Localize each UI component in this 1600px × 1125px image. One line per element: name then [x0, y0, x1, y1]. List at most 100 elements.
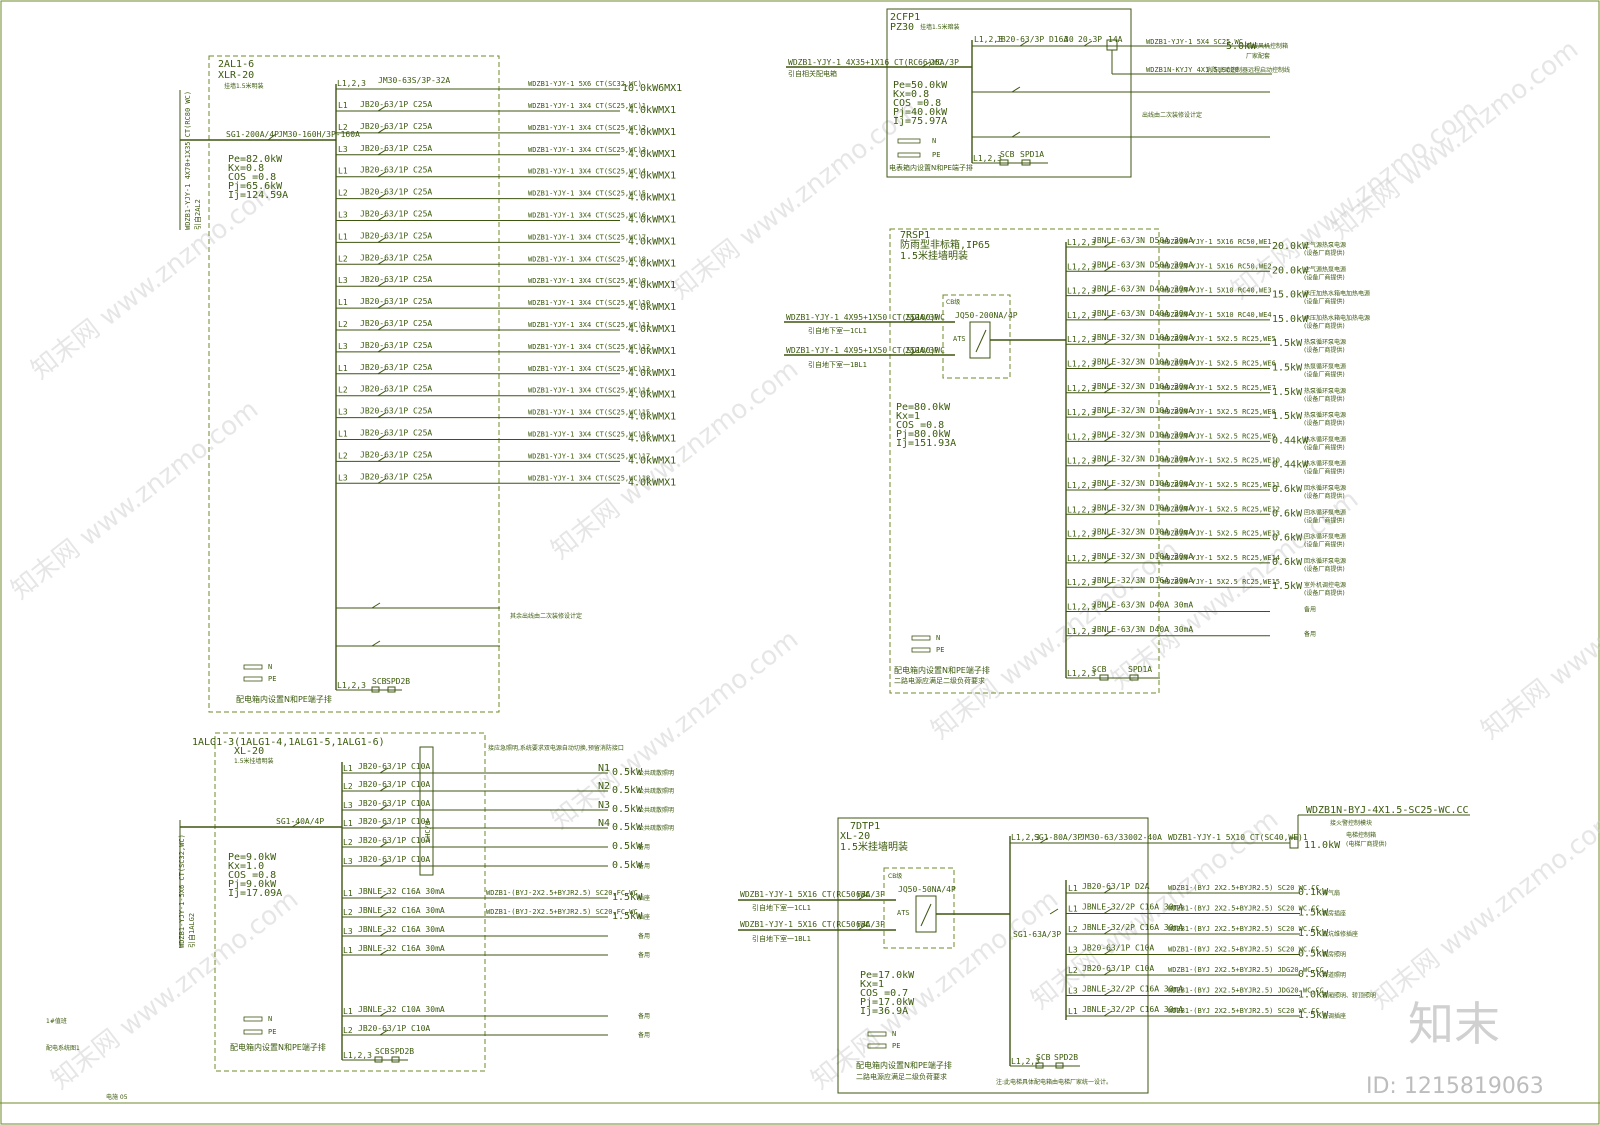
feeder-from: 引自地下室一1BL1 [752, 934, 811, 943]
row-breaker: JBNLE-32/3N D10A 30mA [1092, 333, 1193, 342]
row-breaker: JBNLE-32/3N D10A 30mA [1092, 406, 1193, 415]
row-breaker: JBNLE-63/3N D50A 30mA [1092, 236, 1193, 245]
row-desc: 热水循环泵电源 [1304, 435, 1346, 443]
panel-2al1-name: 2AL1-6 [218, 59, 254, 70]
row-load: 1.5kW [1298, 1010, 1329, 1021]
row-cable: WDZB1-(BYJ 2X2.5+BYJR2.5) SC20 WC.CC [1168, 884, 1320, 892]
panel-1alg1-name: 1ALG1-3(1ALG1-4,1ALG1-5,1ALG1-6) [192, 737, 385, 748]
panel-1alg1-pe: Pe=9.0kW [228, 852, 277, 863]
row-breaker: JBNLE-32 C16A 30mA [358, 925, 445, 934]
row-desc: 公共疏散照明 [638, 824, 674, 832]
panel-7dtp1-n-label: N [892, 1030, 896, 1038]
row-cable: WDZB1-(BYJ 2X2.5+BYJR2.5) SC20 WC.CC [1168, 925, 1320, 933]
row-breaker: JB20-63/1P C25A [360, 385, 432, 394]
row-breaker: JBNLE-32/3N D10A 30mA [1092, 552, 1193, 561]
row-load: 4.0kWMX1 [628, 390, 676, 401]
footer-sheet: 电施 05 [106, 1093, 128, 1101]
row-load: 0.5kW [612, 804, 643, 815]
panel-7dtp1-ats-model: JQ50-50NA/4P [898, 885, 956, 894]
row-breaker: JB20-63/1P C10A [358, 1024, 430, 1033]
row-load: 1.5kW [1272, 387, 1303, 398]
panel-2al1-ij: Ij=124.59A [228, 190, 288, 201]
panel-2al1-terminal-note: 配电箱内设置N和PE端子排 [236, 694, 332, 704]
row-cable: WDZB1-YJY-1 3X4 CT(SC25,WC)11 [528, 321, 650, 329]
row-breaker: JBNLE-32 C10A 30mA [358, 1005, 445, 1014]
row-breaker: JBNLE-32/3N D10A 30mA [1092, 430, 1193, 439]
watermark-text: 知末网 www.znzmo.com [6, 395, 264, 606]
feeder-from: 引自地下室一1CL1 [808, 326, 867, 335]
row-load: 4.0kWMX1 [628, 477, 676, 488]
row-load: 4.0kWMX1 [628, 412, 676, 423]
row-desc: 热泵循环泵电源 [1304, 411, 1346, 419]
panel-1alg1-diagram: 1ALG1-3(1ALG1-4,1ALG1-5,1ALG1-6) XL-20 1… [46, 732, 674, 1101]
panel-7rsp1-ats-label: ATS [953, 335, 966, 343]
row-desc: 室外机调控电源 [1304, 581, 1346, 589]
panel-7rsp1-terminal-note-2: 二路电源应满足二级负荷要求 [894, 676, 985, 685]
row-phase: L1,2,3 [1067, 481, 1096, 490]
row-breaker: JBNLE-32 C16A 30mA [358, 906, 445, 915]
row-phase: L3 [1068, 987, 1078, 996]
panel-7dtp1-feeder-1: WDZB1-YJY-1 5X16 CT(RC50)WC 63A/3P 引自地下室… [738, 890, 896, 912]
panel-7dtp1-ats-label: ATS [897, 909, 910, 917]
row-breaker: JB20-63/1P C10A [358, 762, 430, 771]
feeder-breaker: 63A/3P [856, 890, 885, 899]
row-load: 0.6kW [1272, 557, 1303, 568]
row-cable: WDZB1-YJY-1 3X4 CT(SC25,WC)6 [528, 212, 646, 220]
row-phase: L1 [343, 819, 353, 828]
row-breaker: JB20-63/1P C10A [358, 855, 430, 864]
spd-spd: SPD1A [1020, 150, 1044, 159]
spd-phase: L1,2,3 [973, 154, 1002, 163]
row-phase: L2 [338, 451, 348, 460]
row-cable: WDZB1-YJY-1 3X4 CT(SC25,WC)1 [528, 102, 646, 110]
row-load: 0.5kW [1298, 949, 1329, 960]
panel-2cfp1-pj: Pj=40.0kW [893, 107, 948, 118]
panel-2al1-kx: Kx=0.8 [228, 163, 264, 174]
row-load: 1.0kW [1298, 990, 1329, 1001]
panel-1alg1-cos: COS =0.8 [228, 870, 276, 881]
row-desc: 回水循环泵电源 [1304, 557, 1346, 565]
row-breaker: JB20-63/1P C10A [1082, 964, 1154, 973]
panel-2cfp1-ij: Ij=75.97A [893, 116, 947, 127]
panel-2al1-n-label: N [268, 663, 272, 671]
row-sub: (设备厂商提供) [1304, 468, 1345, 476]
panel-1alg1-feeder-cable: WDZB1-YJY-1-5X6 CT(SC32,WC) [178, 834, 186, 948]
panel-7rsp1-model: 防雨型非标箱,IP65 [900, 238, 990, 251]
spd-scb: SCB [1000, 150, 1015, 159]
row-phase: L1 [338, 364, 348, 373]
row-phase: L1 [338, 298, 348, 307]
row-desc: 备用 [638, 843, 650, 851]
watermark-text: 知末网 www.znzmo.com [1326, 35, 1584, 246]
spd-spd: SPD2B [386, 677, 410, 686]
panel-2al1-frame [208, 55, 500, 713]
row-cable: WDZB1-YJY-1 5X10 CT(SC40,WE)1 [1168, 833, 1308, 842]
row-load: 0.6kW [1272, 508, 1303, 519]
row-breaker: JB20-63/1P C25A [360, 363, 432, 372]
panel-7dtp1-diagram: 7DTP1 XL-20 1.5米挂墙明装 WDZB1-YJY-1 5X16 CT… [738, 805, 1470, 1094]
row-phase: L2 [338, 386, 348, 395]
panel-7rsp1-pe-terminal [911, 647, 931, 653]
panel-7dtp1-elevator-row: L1,2,3 SG1-80A/3P JM30-63/33002-40A WDZB… [1010, 805, 1470, 851]
panel-7dtp1-sub-switch [1049, 908, 1059, 915]
row-sub: (设备厂商提供) [1304, 298, 1345, 306]
row-cable: WDZB1N-YJY-1 5X16 RC50,WE2 [1162, 262, 1272, 270]
panel-7dtp1-pe-label: PE [892, 1042, 900, 1050]
row-cable: WDZB1-YJY-1 3X4 CT(SC25,WC)17 [528, 452, 650, 460]
panel-2al1-mount: 挂墙1.5米明装 [224, 82, 264, 90]
row-phase: L2 [1068, 966, 1078, 975]
panel-1alg1-main-breaker: SG1-40A/4P [276, 817, 324, 826]
row-cable: WDZB1-YJY-1 3X4 CT(SC25,WC)18 [528, 474, 650, 482]
panel-2cfp1-spare-switch-2 [1011, 131, 1021, 138]
